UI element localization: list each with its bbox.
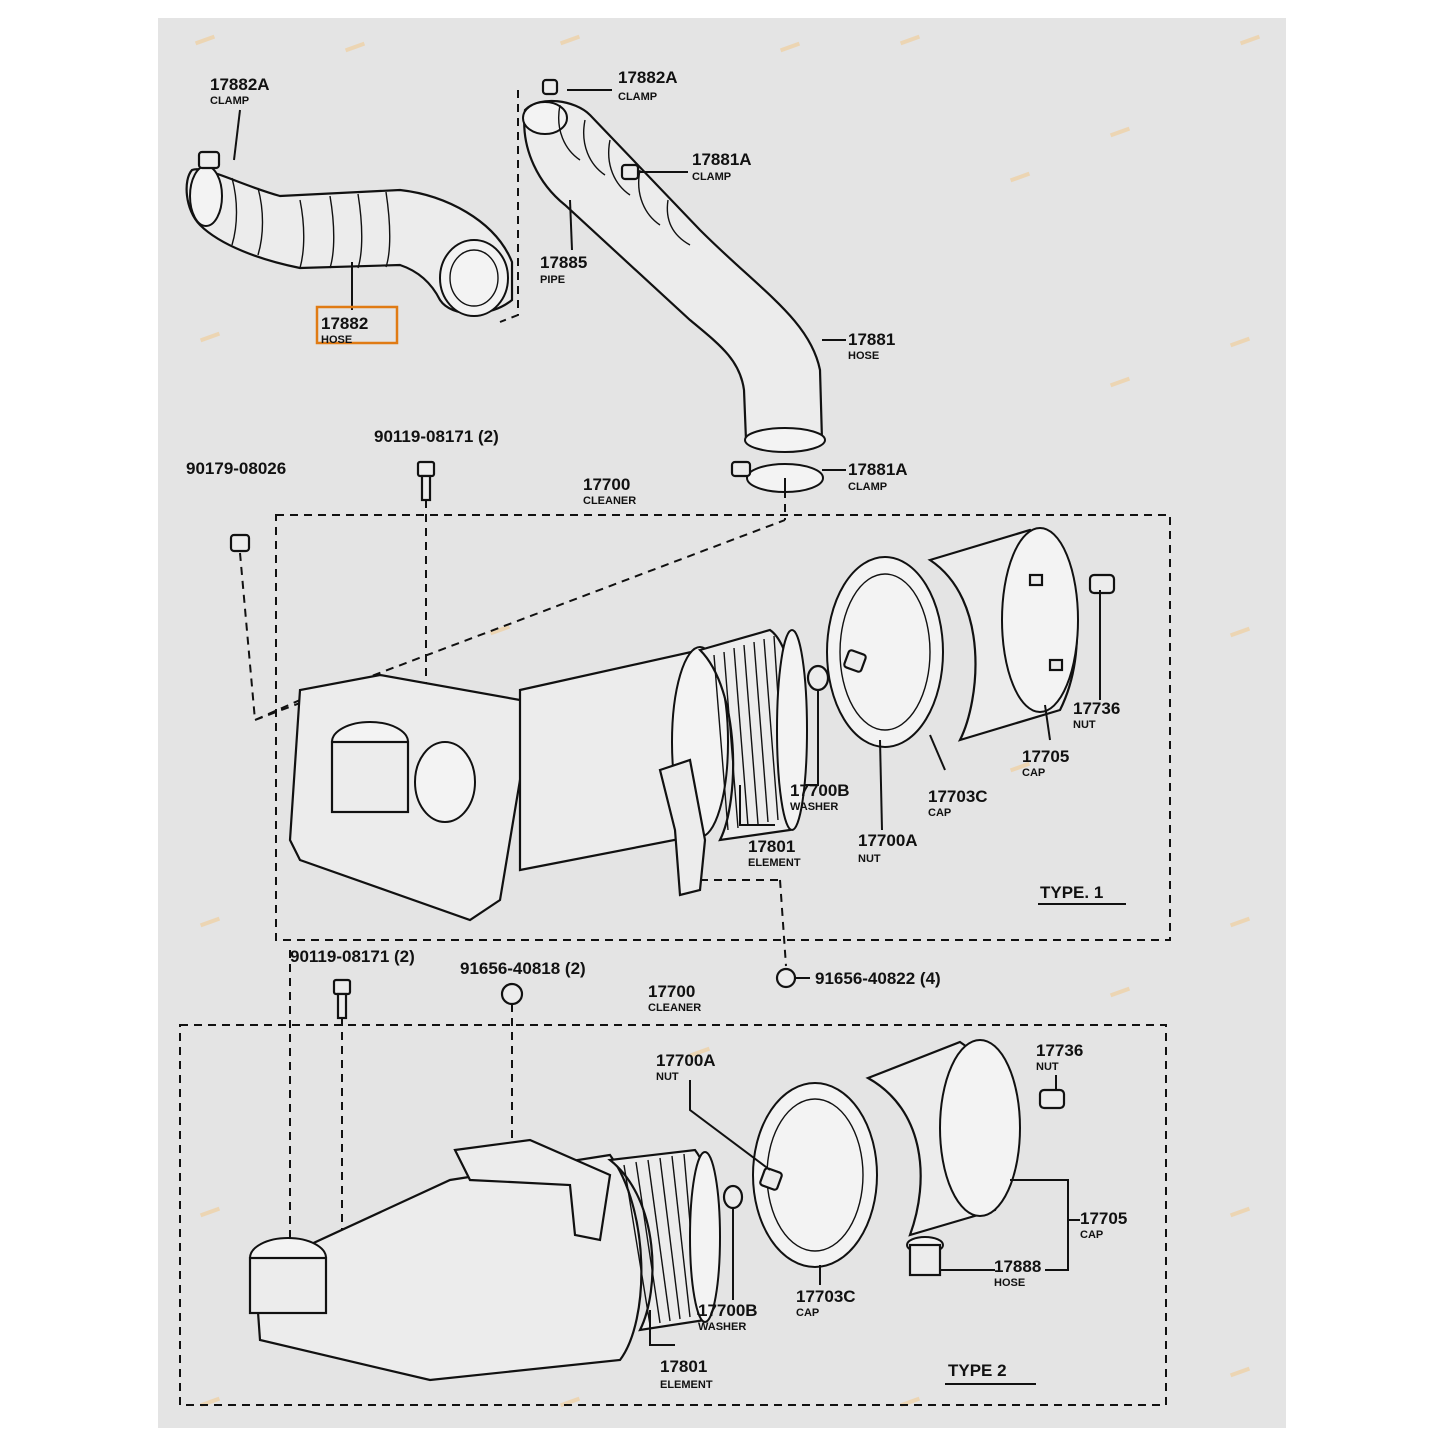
label-17700b-washer-b: 17700B WASHER <box>698 1301 758 1333</box>
svg-text:CLAMP: CLAMP <box>848 481 887 493</box>
type1-cleaner-drawing <box>229 460 1116 967</box>
label-17703c-cap-b: 17703C CAP <box>796 1287 856 1319</box>
svg-text:17700B: 17700B <box>698 1301 758 1320</box>
label-17736-nut-b: 17736 NUT <box>1036 1041 1083 1073</box>
svg-text:17700: 17700 <box>583 475 630 494</box>
label-17882a-top: 17882A CLAMP <box>210 75 270 107</box>
svg-text:CAP: CAP <box>1022 767 1045 779</box>
label-90179-08026: 90179-08026 <box>186 459 286 478</box>
svg-text:NUT: NUT <box>1073 719 1096 731</box>
svg-text:WASHER: WASHER <box>698 1321 746 1333</box>
label-17882-hose: 17882 HOSE <box>321 314 368 346</box>
label-91656-40818: 91656-40818 (2) <box>460 959 586 978</box>
svg-text:17885: 17885 <box>540 253 587 272</box>
label-17705-cap-b: 17705 CAP <box>1080 1209 1127 1241</box>
svg-text:17881A: 17881A <box>848 460 908 479</box>
svg-text:17700A: 17700A <box>858 831 918 850</box>
label-90119-08171-a: 90119-08171 (2) <box>374 427 499 446</box>
svg-text:CLAMP: CLAMP <box>618 91 657 103</box>
svg-text:17882: 17882 <box>321 314 368 333</box>
label-17700-cleaner-a: 17700 CLEANER <box>583 475 636 507</box>
svg-text:NUT: NUT <box>1036 1061 1059 1073</box>
svg-text:HOSE: HOSE <box>321 334 352 346</box>
type1-boundary <box>275 514 1171 941</box>
label-17705-cap-a: 17705 CAP <box>1022 747 1069 779</box>
label-91656-40822: 91656-40822 (4) <box>815 969 941 988</box>
label-17700b-washer-a: 17700B WASHER <box>790 781 850 813</box>
svg-text:NUT: NUT <box>656 1071 679 1083</box>
label-17888-hose: 17888 HOSE <box>994 1257 1041 1289</box>
svg-text:ELEMENT: ELEMENT <box>660 1379 713 1391</box>
label-17885-pipe: 17885 PIPE <box>540 253 587 286</box>
svg-text:17703C: 17703C <box>796 1287 856 1306</box>
label-17801-element-a: 17801 ELEMENT <box>748 837 801 869</box>
svg-text:17700: 17700 <box>648 982 695 1001</box>
svg-text:HOSE: HOSE <box>994 1277 1025 1289</box>
svg-text:CAP: CAP <box>1080 1229 1103 1241</box>
svg-text:17736: 17736 <box>1073 699 1120 718</box>
label-90119-08171-b: 90119-08171 (2) <box>290 947 415 966</box>
svg-text:17700A: 17700A <box>656 1051 716 1070</box>
svg-text:17801: 17801 <box>660 1357 707 1376</box>
type2-cleaner-drawing <box>248 950 1080 1382</box>
label-17881a-top: 17881A CLAMP <box>692 150 752 183</box>
label-17801-element-b: 17801 ELEMENT <box>660 1357 713 1391</box>
svg-text:ELEMENT: ELEMENT <box>748 857 801 869</box>
leader-dashed-hose <box>499 90 519 323</box>
svg-text:CLAMP: CLAMP <box>692 171 731 183</box>
svg-text:17881A: 17881A <box>692 150 752 169</box>
label-17881-hose: 17881 HOSE <box>848 330 895 362</box>
type2-boundary <box>179 1024 1167 1406</box>
svg-text:CLEANER: CLEANER <box>648 1002 701 1014</box>
svg-text:17882A: 17882A <box>210 75 270 94</box>
svg-text:17705: 17705 <box>1022 747 1069 766</box>
label-17736-nut-a: 17736 NUT <box>1073 699 1120 731</box>
label-17881a-low: 17881A CLAMP <box>848 460 908 493</box>
svg-text:HOSE: HOSE <box>848 350 879 362</box>
svg-text:CLAMP: CLAMP <box>210 95 249 107</box>
svg-text:CAP: CAP <box>796 1307 819 1319</box>
bolt-91656-40822 <box>775 967 797 989</box>
svg-text:17736: 17736 <box>1036 1041 1083 1060</box>
label-17882a-right: 17882A CLAMP <box>618 68 678 103</box>
hose-17882-drawing <box>185 109 514 317</box>
svg-text:17700B: 17700B <box>790 781 850 800</box>
svg-text:17882A: 17882A <box>618 68 678 87</box>
svg-text:17801: 17801 <box>748 837 795 856</box>
type2-label: TYPE 2 <box>948 1361 1007 1380</box>
svg-text:NUT: NUT <box>858 853 881 865</box>
svg-text:17881: 17881 <box>848 330 895 349</box>
svg-text:17888: 17888 <box>994 1257 1041 1276</box>
label-17700a-nut-b: 17700A NUT <box>656 1051 716 1083</box>
type1-label: TYPE. 1 <box>1040 883 1103 902</box>
svg-text:CLEANER: CLEANER <box>583 495 636 507</box>
highlight-box-17882 <box>315 305 399 345</box>
watermark-pattern <box>194 34 1261 1408</box>
svg-text:CAP: CAP <box>928 807 951 819</box>
label-17700-cleaner-b: 17700 CLEANER <box>648 982 701 1014</box>
svg-text:17703C: 17703C <box>928 787 988 806</box>
svg-text:WASHER: WASHER <box>790 801 838 813</box>
pipe-hose-assembly <box>522 78 846 493</box>
label-17703c-cap-a: 17703C CAP <box>928 787 988 819</box>
svg-text:17705: 17705 <box>1080 1209 1127 1228</box>
label-17700a-nut-a: 17700A NUT <box>858 831 918 865</box>
svg-text:PIPE: PIPE <box>540 274 565 286</box>
